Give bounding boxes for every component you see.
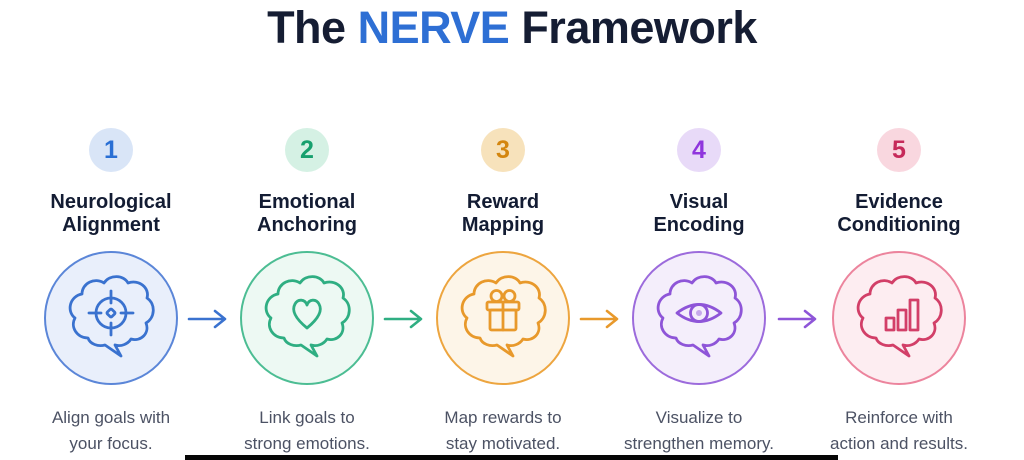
step-title: Visual Encoding [601,191,797,237]
step-number: 1 [104,135,118,164]
page-title: The NERVE Framework [0,2,1024,54]
step-number-badge: 1 [89,128,133,172]
title-highlight: NERVE [357,2,510,53]
step-column-1: 1 Neurological Alignment Align goals wit… [13,0,209,460]
brain-target-icon [44,251,178,385]
brain-eye-icon [632,251,766,385]
step-number-badge: 2 [285,128,329,172]
step-title: Neurological Alignment [13,191,209,237]
step-title-line: Mapping [461,214,545,236]
brain-chart-icon [832,251,966,385]
step-number-badge: 3 [481,128,525,172]
step-title-line: Conditioning [837,214,961,236]
step-title-line: Reward [466,191,540,213]
brain-eye-svg [656,275,743,358]
step-title-line: Alignment [62,214,160,236]
step-description-line: strong emotions. [244,434,370,453]
step-description-line: stay motivated. [445,434,561,453]
step-description-line: action and results. [830,434,968,453]
step-description-line: your focus. [69,434,153,453]
step-number-badge: 4 [677,128,721,172]
step-description-line: Link goals to [259,408,355,427]
brain-heart-svg [264,275,351,358]
brain-gift-svg [460,275,547,358]
step-column-2: 2 Emotional Anchoring Link goals to stro… [209,0,405,460]
step-number: 4 [692,135,706,164]
step-title: Reward Mapping [405,191,601,237]
step-description: Visualize to strengthen memory. [595,405,803,457]
step-description-line: Reinforce with [845,408,953,427]
step-description-line: Visualize to [655,408,743,427]
title-prefix: The [267,2,358,53]
step-title-line: Emotional [258,191,356,213]
arrow-right-icon [578,307,624,331]
step-title: Emotional Anchoring [209,191,405,237]
brain-chart-svg [856,275,943,358]
step-title-line: Evidence [855,191,943,213]
step-description-line: Map rewards to [444,408,562,427]
step-number: 5 [892,135,906,164]
bottom-bar [185,455,838,460]
step-description: Link goals to strong emotions. [203,405,411,457]
step-title-line: Neurological [50,191,172,213]
step-description-line: Align goals with [51,408,171,427]
arrow-right-icon [382,307,428,331]
arrow-right-icon [776,307,822,331]
step-number: 2 [300,135,314,164]
step-column-3: 3 Reward Mapping Map rewards to stay mot… [405,0,601,460]
step-title-line: Anchoring [257,214,357,236]
step-title: Evidence Conditioning [801,191,997,237]
brain-target-svg [68,275,155,358]
brain-heart-icon [240,251,374,385]
step-column-4: 4 Visual Encoding Visualize to strengthe… [601,0,797,460]
brain-gift-icon [436,251,570,385]
step-title-line: Encoding [653,214,745,236]
step-description-line: strengthen memory. [624,434,774,453]
step-number-badge: 5 [877,128,921,172]
step-column-5: 5 Evidence Conditioning Reinforce with a… [801,0,997,460]
step-title-line: Visual [669,191,729,213]
step-number: 3 [496,135,510,164]
step-description: Align goals with your focus. [7,405,215,457]
step-description: Reinforce with action and results. [795,405,1003,457]
arrow-right-icon [186,307,232,331]
title-suffix: Framework [509,2,757,53]
step-description: Map rewards to stay motivated. [399,405,607,457]
